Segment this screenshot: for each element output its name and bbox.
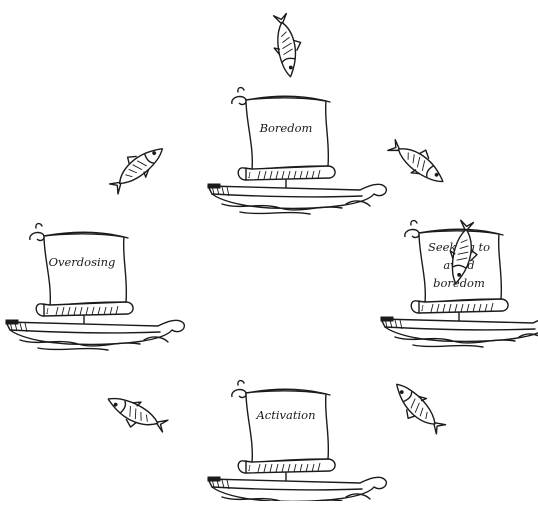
stage-activation: Activation bbox=[208, 381, 386, 501]
stage-overdosing: Overdosing bbox=[6, 224, 184, 350]
stage-label-activation: Activation bbox=[255, 408, 315, 422]
stage-label-overdosing: Overdosing bbox=[49, 255, 116, 269]
fish-icon bbox=[269, 12, 307, 79]
fish-icon bbox=[102, 389, 171, 440]
stage-label-boredom: Boredom bbox=[259, 121, 313, 135]
fish-icon bbox=[385, 132, 452, 190]
fish-icon bbox=[104, 137, 170, 198]
stage-boredom: Boredom bbox=[208, 88, 386, 214]
fish-icon bbox=[385, 377, 449, 441]
